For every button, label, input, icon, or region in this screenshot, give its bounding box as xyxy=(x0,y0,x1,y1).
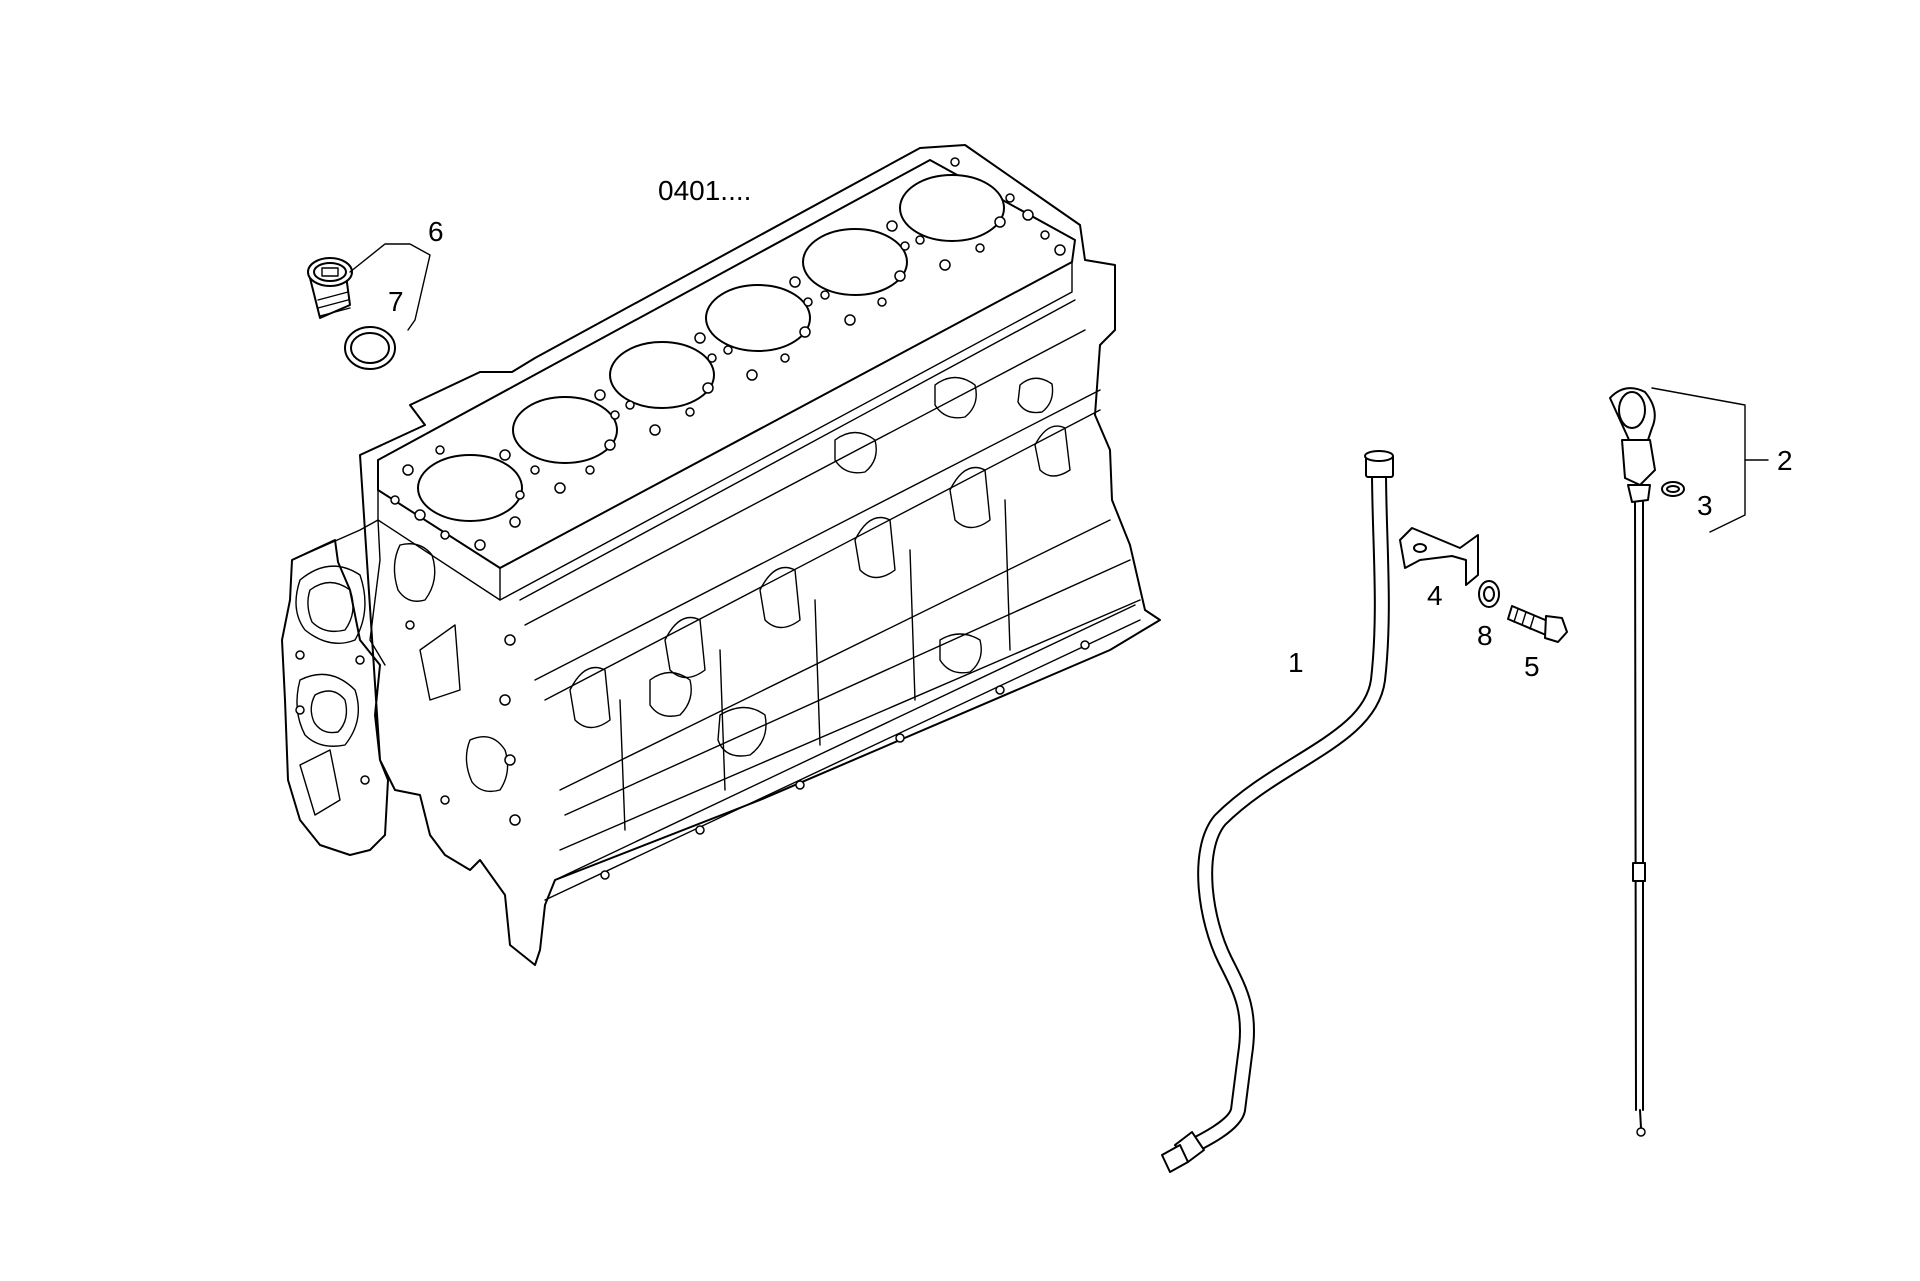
dipstick-seal-ring xyxy=(1661,481,1685,497)
cylinder-bore xyxy=(802,228,908,296)
callout-5: 5 xyxy=(1524,651,1540,682)
deck-holes xyxy=(390,157,1066,551)
callout-2: 2 xyxy=(1777,445,1793,476)
bracket-bolt xyxy=(1507,605,1568,643)
leader-lines xyxy=(349,243,1769,533)
dipstick xyxy=(1609,387,1656,1137)
plug-with-washer xyxy=(307,257,353,319)
sealing-washer xyxy=(344,326,396,370)
engine-block-outline xyxy=(281,144,1161,966)
dipstick-guide-tube xyxy=(1161,450,1394,1173)
callout-7: 7 xyxy=(388,286,404,317)
cylinder-bore xyxy=(512,396,618,464)
callout-6: 6 xyxy=(428,216,444,247)
tube-bracket xyxy=(1399,527,1479,586)
cylinder-bore xyxy=(705,284,811,352)
cylinder-bore xyxy=(609,341,715,409)
group-reference: 0401.... xyxy=(658,175,751,206)
cylinder-bore xyxy=(899,174,1005,242)
callout-4: 4 xyxy=(1427,580,1443,611)
washer xyxy=(1478,580,1500,608)
callout-3: 3 xyxy=(1697,490,1713,521)
cylinder-bores xyxy=(417,174,1005,522)
block-holes xyxy=(295,620,1090,880)
callout-1: 1 xyxy=(1288,647,1304,678)
callout-8: 8 xyxy=(1477,620,1493,651)
engine-block xyxy=(281,144,1161,966)
cylinder-bore xyxy=(417,454,523,522)
